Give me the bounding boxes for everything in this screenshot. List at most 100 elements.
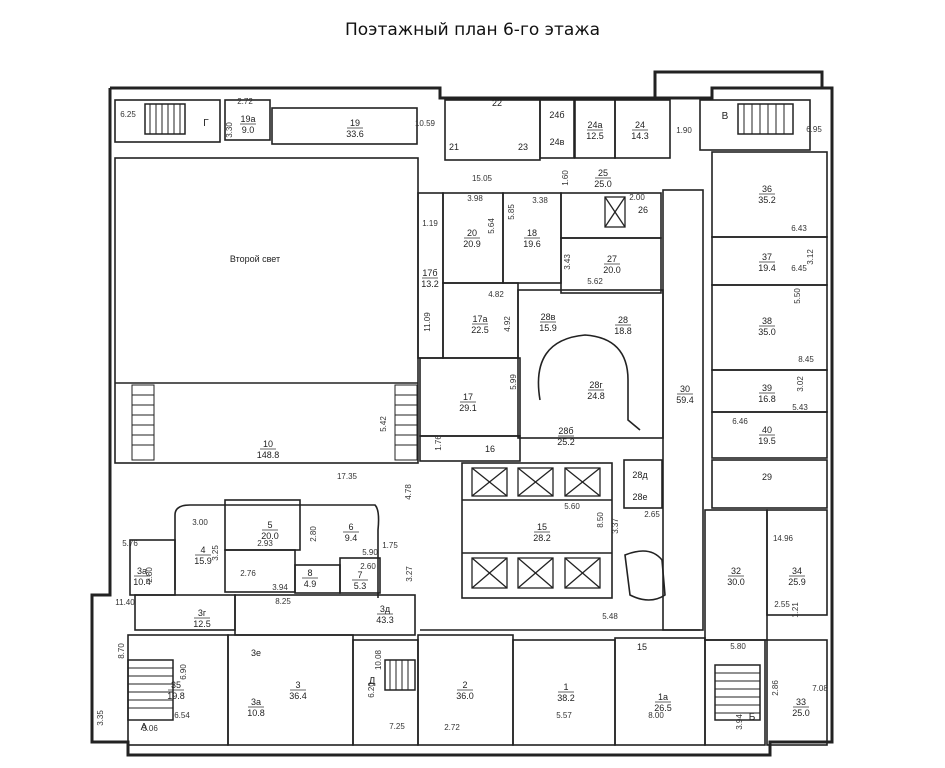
room-number: 19 [350, 118, 360, 128]
stair-letter-a: А [141, 722, 148, 733]
room-number: 24в [550, 137, 565, 147]
dimension-label: 1.75 [382, 541, 398, 550]
dimension-label: 5.76 [122, 539, 138, 548]
dimension-label: 6.43 [791, 224, 807, 233]
room-area: 22.5 [471, 325, 489, 335]
room-vtoroy-svet: Второй свет [230, 254, 280, 264]
room-number: 16 [485, 444, 495, 454]
room-number: 24б [549, 110, 564, 120]
room-number: 23 [518, 142, 528, 152]
room-number: 4 [200, 545, 205, 555]
stairs-b [714, 664, 761, 721]
plan-title: Поэтажный план 6-го этажа [344, 20, 601, 40]
dimension-label: 5.90 [362, 548, 378, 557]
dimension-label: 2.80 [145, 567, 154, 583]
dimension-label: 8.00 [648, 711, 664, 720]
room-number: 39 [762, 383, 772, 393]
room-area: 9.0 [242, 125, 255, 135]
dimension-label: 1.60 [561, 170, 570, 186]
room-area: 33.6 [346, 129, 364, 139]
room-number: 37 [762, 252, 772, 262]
room-number: 20 [467, 228, 477, 238]
room-area: 16.8 [758, 394, 776, 404]
stair-letter-g: Г [203, 118, 209, 129]
room-area: 12.5 [586, 131, 604, 141]
dimension-label: 3.35 [96, 710, 105, 726]
dimension-label: 6.90 [179, 664, 188, 680]
dimension-label: 3.38 [532, 196, 548, 205]
room-number: 1а [658, 692, 668, 702]
dimension-label: 10.59 [415, 119, 436, 128]
room-28d: 28д [632, 470, 648, 480]
dimension-label: 11.09 [423, 312, 432, 332]
dimension-label: 6.20 [367, 682, 376, 698]
dimension-label: 6.95 [806, 125, 822, 134]
room-number: 3г [198, 608, 207, 618]
dimension-label: 14.96 [773, 534, 794, 543]
room-area: 35.0 [758, 327, 776, 337]
dimension-label: 7.25 [389, 722, 405, 731]
room-3e: 3е [251, 648, 261, 658]
elevator-shafts [471, 196, 626, 589]
room-area: 20.0 [261, 531, 279, 541]
room-number: 15 [637, 642, 647, 652]
room-number: 28в [541, 312, 556, 322]
room-area: 35.2 [758, 195, 776, 205]
room-16: 16 [485, 444, 495, 454]
room-number: 27 [607, 254, 617, 264]
room-number: 33 [796, 697, 806, 707]
dimension-label: 11.40 [115, 598, 135, 607]
room-24b: 24б [549, 110, 564, 120]
room-number: 19а [240, 114, 255, 124]
room-1: 138.2 [557, 682, 575, 703]
room-number: 28г [589, 380, 603, 390]
room-number: 38 [762, 316, 772, 326]
dimension-label: 5.62 [587, 277, 603, 286]
room-number: 21 [449, 142, 459, 152]
dimension-label: 3.00 [192, 518, 208, 527]
room-number: 17 [463, 392, 473, 402]
stairs-left [131, 384, 418, 461]
stairs-v [737, 103, 794, 135]
dimension-label: 6.45 [791, 264, 807, 273]
dimension-label: 2.86 [771, 680, 780, 696]
room-number: 18 [527, 228, 537, 238]
room-area: 30.0 [727, 577, 745, 587]
room-number: 24а [587, 120, 602, 130]
room-number: 32 [731, 566, 741, 576]
dimension-label: 8.70 [117, 643, 126, 659]
dimension-label: 1.76 [434, 435, 443, 451]
room-15b: 15 [637, 642, 647, 652]
dimension-label: 2.72 [444, 723, 460, 732]
room-number: 25 [598, 168, 608, 178]
dimension-label: 1.19 [422, 219, 438, 228]
dimension-label: 3.06 [142, 724, 158, 733]
dimension-label: 2.80 [309, 526, 318, 542]
room-number: 35 [171, 680, 181, 690]
dimension-label: 3.43 [563, 254, 572, 270]
room-area: 25.0 [792, 708, 810, 718]
dimension-label: 8.25 [275, 597, 291, 606]
room-area: 14.3 [631, 131, 649, 141]
room-number: Второй свет [230, 254, 280, 264]
room-number: 3 [295, 680, 300, 690]
room-area: 9.4 [345, 533, 358, 543]
room-number: 10 [263, 439, 273, 449]
